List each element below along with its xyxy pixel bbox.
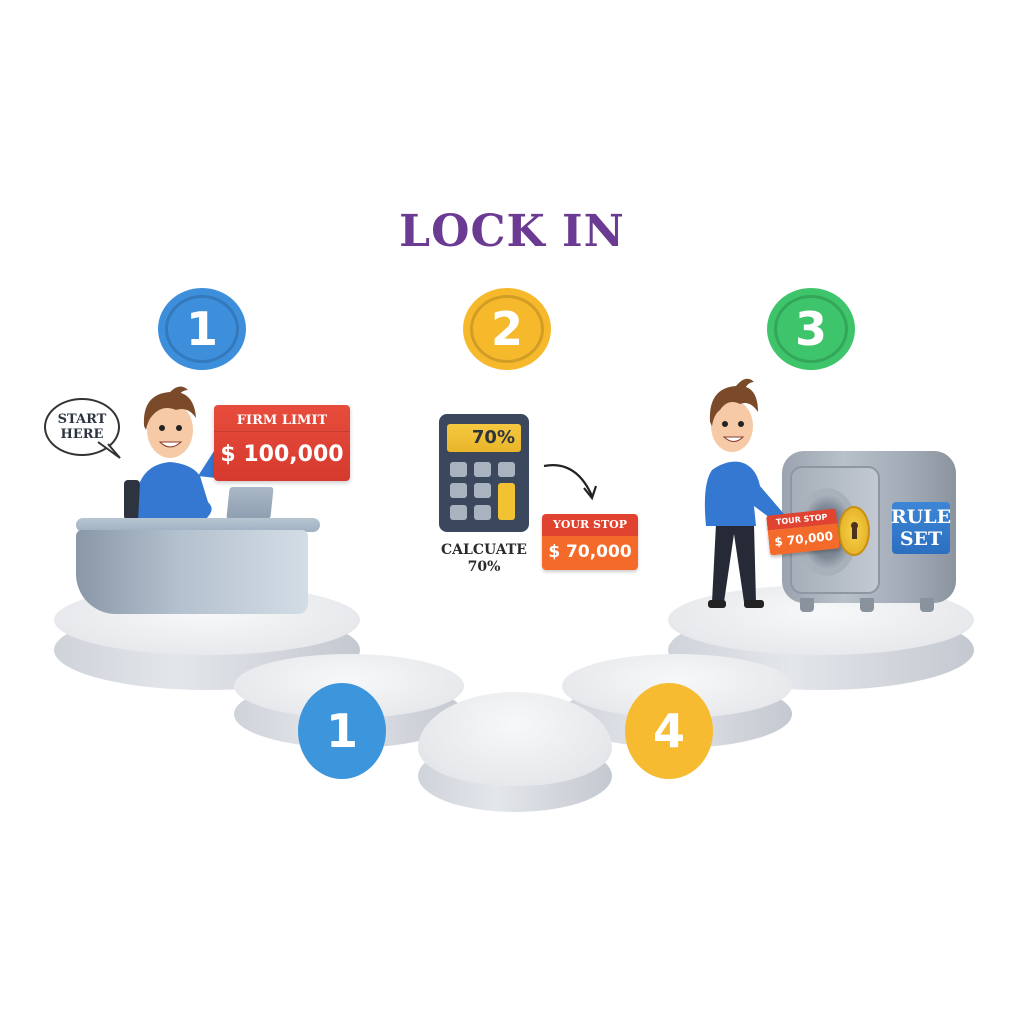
firm-limit-title: FIRM LIMIT — [214, 405, 350, 432]
your-stop-value: $ 70,000 — [542, 536, 638, 570]
calculate-label: CALCUATE 70% — [430, 542, 538, 576]
pedestal-center-dome — [418, 692, 612, 786]
bottom-badge-4: 4 — [625, 683, 713, 779]
speech-bubble-tail-icon — [97, 441, 121, 459]
step-3-badge: 3 — [767, 288, 855, 370]
calc-key — [474, 505, 491, 520]
person-at-desk-illustration — [124, 386, 224, 522]
calculator-icon: 70% — [439, 414, 529, 532]
safe-foot — [920, 598, 934, 612]
calculator-display: 70% — [447, 424, 521, 452]
step-2-badge: 2 — [463, 288, 551, 370]
calc-key — [450, 483, 467, 498]
curved-arrow-icon — [543, 464, 598, 501]
rule-set-line-2: SET — [899, 528, 943, 550]
rule-set-label: RULE SET — [890, 502, 952, 554]
your-stop-title: YOUR STOP — [542, 514, 638, 536]
calculate-label-line-1: CALCUATE — [441, 542, 527, 558]
firm-limit-card: FIRM LIMIT $ 100,000 — [214, 405, 350, 481]
calc-key — [450, 505, 467, 520]
diagram-title: LOCK IN — [399, 206, 625, 257]
bottom-badge-1: 1 — [298, 683, 386, 779]
calc-key — [474, 462, 491, 477]
person-standing-illustration — [704, 378, 784, 608]
safe-foot — [800, 598, 814, 612]
step-3-number: 3 — [794, 302, 827, 356]
calc-key-equals — [498, 483, 515, 520]
your-stop-card: YOUR STOP $ 70,000 — [542, 514, 638, 570]
keyhole-lock-icon — [838, 506, 870, 556]
calculate-label-line-2: 70% — [467, 559, 501, 575]
step-1-number: 1 — [185, 302, 218, 356]
tour-stop-card: TOUR STOP $ 70,000 — [766, 508, 840, 556]
laptop-icon — [226, 487, 274, 519]
bottom-badge-1-number: 1 — [325, 704, 358, 758]
calc-key — [474, 483, 491, 498]
calc-key — [498, 462, 515, 477]
step-1-badge: 1 — [158, 288, 246, 370]
firm-limit-value: $ 100,000 — [220, 442, 344, 467]
rule-set-line-1: RULE — [890, 506, 952, 528]
bubble-line-1: START — [57, 412, 107, 427]
safe-foot — [860, 598, 874, 612]
desk-top — [76, 518, 320, 532]
desk-body — [76, 530, 308, 614]
step-2-number: 2 — [490, 302, 523, 356]
bottom-badge-4-number: 4 — [652, 704, 685, 758]
bubble-line-2: HERE — [60, 427, 104, 442]
calc-key — [450, 462, 467, 477]
